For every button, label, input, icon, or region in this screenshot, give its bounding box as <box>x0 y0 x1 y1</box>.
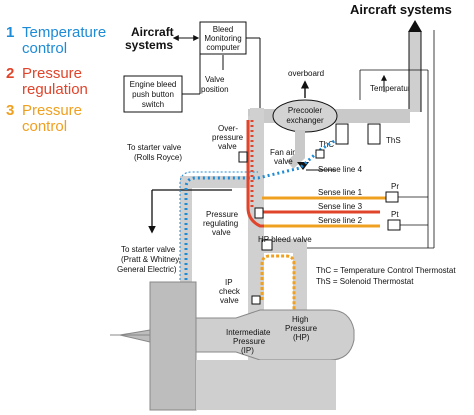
thc-definition: ThC = Temperature Control Thermostat <box>316 266 456 275</box>
valve-position-label-2: position <box>201 85 229 94</box>
high-pressure-label-3: (HP) <box>293 333 310 342</box>
overpressure-label-1: Over- <box>218 124 238 133</box>
pt-label: Pt <box>391 210 399 219</box>
orange-hp-loop <box>260 254 296 340</box>
starter-rr-label-1: To starter valve <box>127 143 182 152</box>
aircraft-systems-left-label-1: Aircraft <box>131 25 174 39</box>
bleed-monitoring-computer-box <box>199 21 247 55</box>
aircraft-systems-left-label-2: systems <box>125 38 173 52</box>
legend-label-1a: Temperature <box>22 24 106 41</box>
legend-label-2b: regulation <box>22 81 88 98</box>
legend-num-1: 1 <box>6 24 14 41</box>
ths-box <box>367 123 381 145</box>
high-pressure-label-2: Pressure <box>285 324 318 333</box>
engine <box>110 281 355 411</box>
ip-check-label-3: valve <box>220 296 239 305</box>
fan-air-label-1: Fan air <box>270 148 295 157</box>
main-bleed-duct <box>248 108 264 380</box>
engine-bleed-label-3: switch <box>142 100 164 109</box>
blue-temp-line <box>184 138 337 300</box>
pt-box <box>387 219 401 231</box>
fan-air-duct <box>286 130 305 169</box>
thc-box <box>335 123 349 145</box>
engine-nacelle <box>149 281 197 411</box>
fan-air-label-2: valve <box>274 157 293 166</box>
temperature-label: Temperature <box>370 84 415 93</box>
engine-bleed-label-1: Engine bleed <box>130 80 177 89</box>
intermediate-label-1: Intermediate <box>226 328 271 337</box>
sense-line-1-label: Sense line 1 <box>318 188 363 197</box>
pr-label: Pr <box>391 182 399 191</box>
precooler-label-1: Precooler <box>288 106 323 115</box>
ip-check-label-1: IP <box>225 278 233 287</box>
starter-rr-label-2: (Rolls Royce) <box>134 153 182 162</box>
ths-definition: ThS = Solenoid Thermostat <box>316 277 414 286</box>
legend-label-3b: control <box>22 118 67 135</box>
starter-pw-label-1: To starter valve <box>121 245 176 254</box>
ip-check-label-2: check <box>219 287 241 296</box>
overboard-label: overboard <box>288 69 324 78</box>
sense-line-3-label: Sense line 3 <box>318 202 363 211</box>
ip-check-valve <box>251 295 261 305</box>
legend-label-3a: Pressure <box>22 102 82 119</box>
legend: 1 Temperature control 2 Pressure regulat… <box>6 24 106 135</box>
hp-bleed-valve <box>261 239 273 251</box>
sense-line-4-label: Sense line 4 <box>318 165 363 174</box>
intermediate-label-3: (IP) <box>241 346 254 355</box>
valve-position-label-1: Valve <box>205 75 225 84</box>
bleed-monitor-label-3: computer <box>206 43 240 52</box>
bleed-monitor-label-1: Bleed <box>213 25 233 34</box>
sense-valve-small <box>315 149 325 159</box>
starter-rr-duct <box>180 176 250 206</box>
legend-num-3: 3 <box>6 102 14 119</box>
engine-base <box>196 360 336 410</box>
aircraft-systems-top-label: Aircraft systems <box>350 2 452 17</box>
precooler-label-2: exchanger <box>286 116 324 125</box>
starter-pw-label-3: General Electric) <box>117 265 177 274</box>
sense-line-2-label: Sense line 2 <box>318 216 363 225</box>
high-pressure-label-1: High <box>292 315 308 324</box>
blue-temp-line-outline <box>179 171 258 300</box>
pressure-reg-label-2: regulating <box>203 219 238 228</box>
engine-intake-cone <box>119 329 151 343</box>
overpressure-valve <box>238 151 248 163</box>
ths-label: ThS <box>386 136 401 145</box>
thc-label: ThC <box>319 140 334 149</box>
aircraft-systems-arrow <box>408 20 422 32</box>
pressure-reg-label-3: valve <box>212 228 231 237</box>
engine-core <box>195 309 355 361</box>
hp-bleed-label: HP bleed valve <box>258 235 312 244</box>
pressure-regulating-valve <box>254 207 264 219</box>
engine-bleed-label-2: push button <box>132 90 174 99</box>
starter-pw-label-2: (Pratt & Whitney, <box>121 255 181 264</box>
intermediate-label-2: Pressure <box>233 337 266 346</box>
overpressure-label-3: valve <box>218 142 237 151</box>
engine-bleed-switch-box <box>123 75 183 113</box>
overpressure-label-2: pressure <box>212 133 244 142</box>
pressure-reg-label-1: Pressure <box>206 210 239 219</box>
hp-bleed-duct <box>262 239 307 330</box>
legend-num-2: 2 <box>6 65 14 82</box>
legend-label-2a: Pressure <box>22 65 82 82</box>
red-pressure-line <box>246 120 380 228</box>
bleed-monitor-label-2: Monitoring <box>204 34 241 43</box>
legend-label-1b: control <box>22 40 67 57</box>
pr-box <box>385 191 399 203</box>
